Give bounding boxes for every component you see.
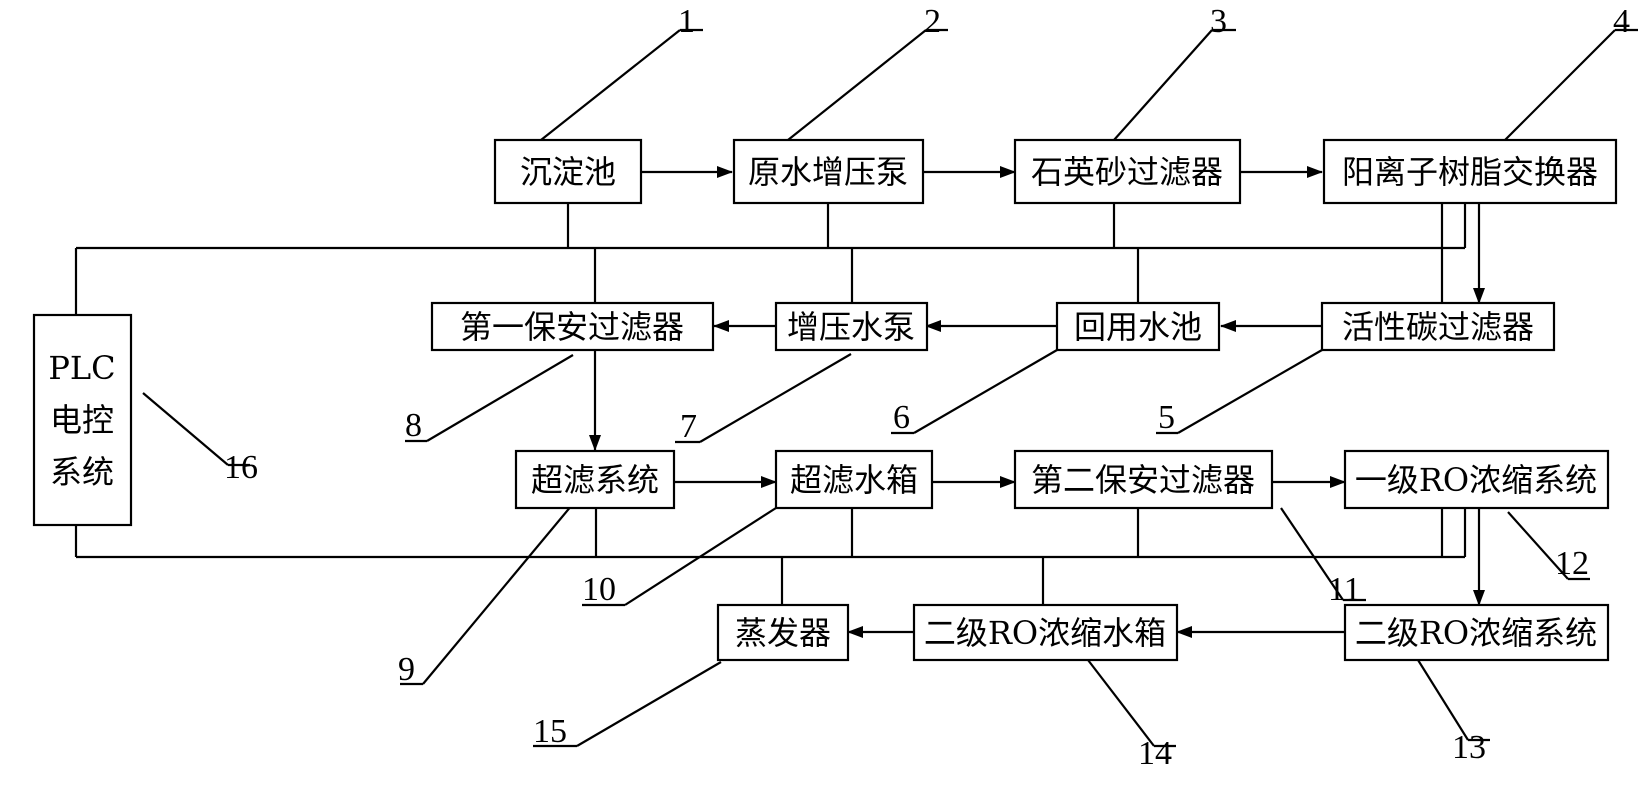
- box-ultrafiltration-water-tank: 超滤水箱: [774, 449, 934, 510]
- box-label: 二级RO浓缩系统: [1355, 614, 1597, 652]
- callout-2: 2: [924, 3, 941, 40]
- box-ultrafiltration-system: 超滤系统: [514, 449, 676, 510]
- box-label: 超滤系统: [531, 461, 659, 499]
- callout-leaders: [142, 28, 1638, 748]
- box-cation-resin-exchanger: 阳离子树脂交换器: [1322, 138, 1618, 205]
- callout-6: 6: [893, 399, 910, 436]
- callout-10: 10: [582, 571, 616, 608]
- box-label: 蒸发器: [735, 614, 831, 652]
- box-label: 增压水泵: [787, 308, 915, 346]
- box-secondary-ro-water-tank: 二级RO浓缩水箱: [912, 603, 1179, 662]
- box-evaporator: 蒸发器: [716, 603, 850, 662]
- callout-8: 8: [405, 407, 422, 444]
- box-secondary-ro-system: 二级RO浓缩系统: [1343, 603, 1610, 662]
- box-activated-carbon-filter: 活性碳过滤器: [1320, 301, 1556, 352]
- control-bus-upper: [74, 203, 1467, 315]
- callout-4: 4: [1613, 3, 1630, 40]
- callout-7: 7: [680, 408, 697, 445]
- callout-14: 14: [1138, 735, 1172, 772]
- callout-numbers: 1 2 3 4 5 6 7 8 9 10 11 12 13 14 15 16: [224, 3, 1630, 772]
- callout-16: 16: [224, 449, 258, 486]
- callout-5: 5: [1158, 399, 1175, 436]
- box-booster-water-pump: 增压水泵: [774, 301, 929, 352]
- box-label: 超滤水箱: [790, 461, 918, 499]
- control-bus-lower: [74, 508, 1467, 605]
- box-label: 阳离子树脂交换器: [1342, 153, 1598, 191]
- plc-label-line1: PLC: [48, 349, 115, 387]
- box-label: 一级RO浓缩系统: [1355, 461, 1597, 499]
- box-reuse-water-tank: 回用水池: [1055, 301, 1221, 352]
- callout-11: 11: [1328, 571, 1361, 608]
- box-raw-water-booster-pump: 原水增压泵: [732, 138, 925, 205]
- callout-15: 15: [533, 713, 567, 750]
- box-plc-control-system: PLC 电控 系统: [32, 313, 133, 527]
- box-label: 石英砂过滤器: [1031, 153, 1223, 191]
- box-label: 第二保安过滤器: [1031, 461, 1255, 499]
- plc-label-line2: 电控: [50, 401, 114, 439]
- box-second-security-filter: 第二保安过滤器: [1013, 449, 1274, 510]
- box-label: 活性碳过滤器: [1342, 308, 1534, 346]
- box-label: 原水增压泵: [748, 153, 908, 191]
- flow-arrows: [589, 166, 1485, 638]
- plc-label-line3: 系统: [50, 453, 114, 491]
- box-primary-ro-system: 一级RO浓缩系统: [1343, 449, 1610, 510]
- box-label: 二级RO浓缩水箱: [924, 614, 1166, 652]
- callout-3: 3: [1210, 3, 1227, 40]
- box-sedimentation-tank: 沉淀池: [493, 138, 643, 205]
- callout-1: 1: [678, 3, 695, 40]
- callout-9: 9: [398, 651, 415, 688]
- box-label: 沉淀池: [520, 153, 616, 191]
- callout-12: 12: [1555, 545, 1589, 582]
- callout-13: 13: [1452, 729, 1486, 766]
- box-first-security-filter: 第一保安过滤器: [430, 301, 715, 352]
- box-label: 第一保安过滤器: [460, 308, 684, 346]
- box-label: 回用水池: [1074, 308, 1202, 346]
- box-quartz-sand-filter: 石英砂过滤器: [1013, 138, 1242, 205]
